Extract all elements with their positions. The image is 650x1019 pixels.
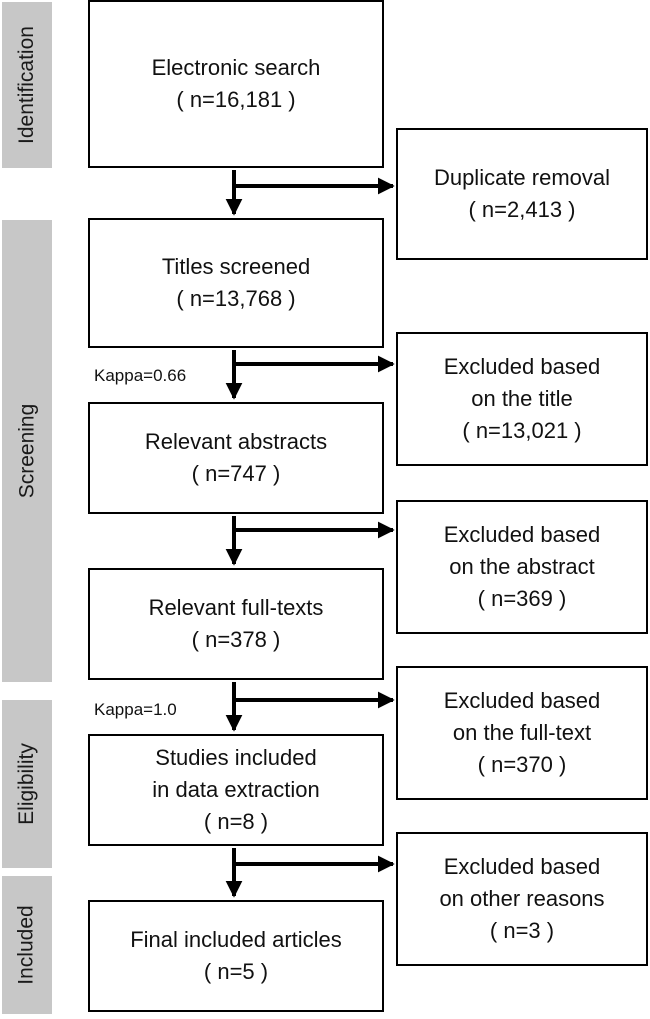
- phase-screening: Screening: [2, 220, 52, 682]
- box-count: ( n=369 ): [477, 586, 567, 611]
- box-count: ( n=370 ): [477, 752, 567, 777]
- box-line: on the abstract: [449, 554, 595, 579]
- box-final-included: Final included articles ( n=5 ): [88, 900, 384, 1012]
- kappa-label-titles: Kappa=0.66: [94, 366, 187, 385]
- box-excluded-fulltext: Excluded based on the full-text ( n=370 …: [396, 666, 648, 800]
- box-line: Titles screened: [161, 254, 311, 279]
- box-excluded-title: Excluded based on the title ( n=13,021 ): [396, 332, 648, 466]
- box-line: on other reasons: [439, 886, 605, 911]
- phase-identification: Identification: [2, 2, 52, 168]
- box-count: ( n=378 ): [191, 627, 281, 652]
- box-excluded-other: Excluded based on other reasons ( n=3 ): [396, 832, 648, 966]
- box-electronic-search: Electronic search ( n=16,181 ): [88, 0, 384, 168]
- box-duplicate-removal: Duplicate removal ( n=2,413 ): [396, 128, 648, 260]
- box-line: Electronic search: [151, 55, 321, 80]
- box-count: ( n=5 ): [203, 959, 269, 984]
- phase-eligibility: Eligibility: [2, 700, 52, 868]
- box-count: ( n=3 ): [489, 918, 555, 943]
- box-relevant-full-texts: Relevant full-texts ( n=378 ): [88, 568, 384, 680]
- box-excluded-abstract: Excluded based on the abstract ( n=369 ): [396, 500, 648, 634]
- box-line: Relevant full-texts: [148, 595, 324, 620]
- box-line: on the title: [471, 386, 573, 411]
- box-line: Excluded based: [443, 354, 601, 379]
- box-line: Final included articles: [130, 927, 342, 952]
- box-line: Excluded based: [443, 688, 601, 713]
- box-line: Duplicate removal: [433, 165, 611, 190]
- box-line: Excluded based: [443, 854, 601, 879]
- box-line: Relevant abstracts: [144, 429, 328, 454]
- box-count: ( n=16,181 ): [176, 87, 296, 112]
- box-count: ( n=2,413 ): [468, 197, 576, 222]
- box-line: Excluded based: [443, 522, 601, 547]
- box-count: ( n=13,021 ): [462, 418, 582, 443]
- box-line: Studies included: [155, 745, 317, 770]
- box-titles-screened: Titles screened ( n=13,768 ): [88, 218, 384, 348]
- box-relevant-abstracts: Relevant abstracts ( n=747 ): [88, 402, 384, 514]
- box-count: ( n=8 ): [203, 809, 269, 834]
- box-studies-included: Studies included in data extraction ( n=…: [88, 734, 384, 846]
- phase-included: Included: [2, 876, 52, 1014]
- box-line: on the full-text: [452, 720, 592, 745]
- box-count: ( n=13,768 ): [176, 286, 296, 311]
- box-line: in data extraction: [152, 777, 320, 802]
- box-count: ( n=747 ): [191, 461, 281, 486]
- kappa-label-fulltexts: Kappa=1.0: [94, 700, 177, 719]
